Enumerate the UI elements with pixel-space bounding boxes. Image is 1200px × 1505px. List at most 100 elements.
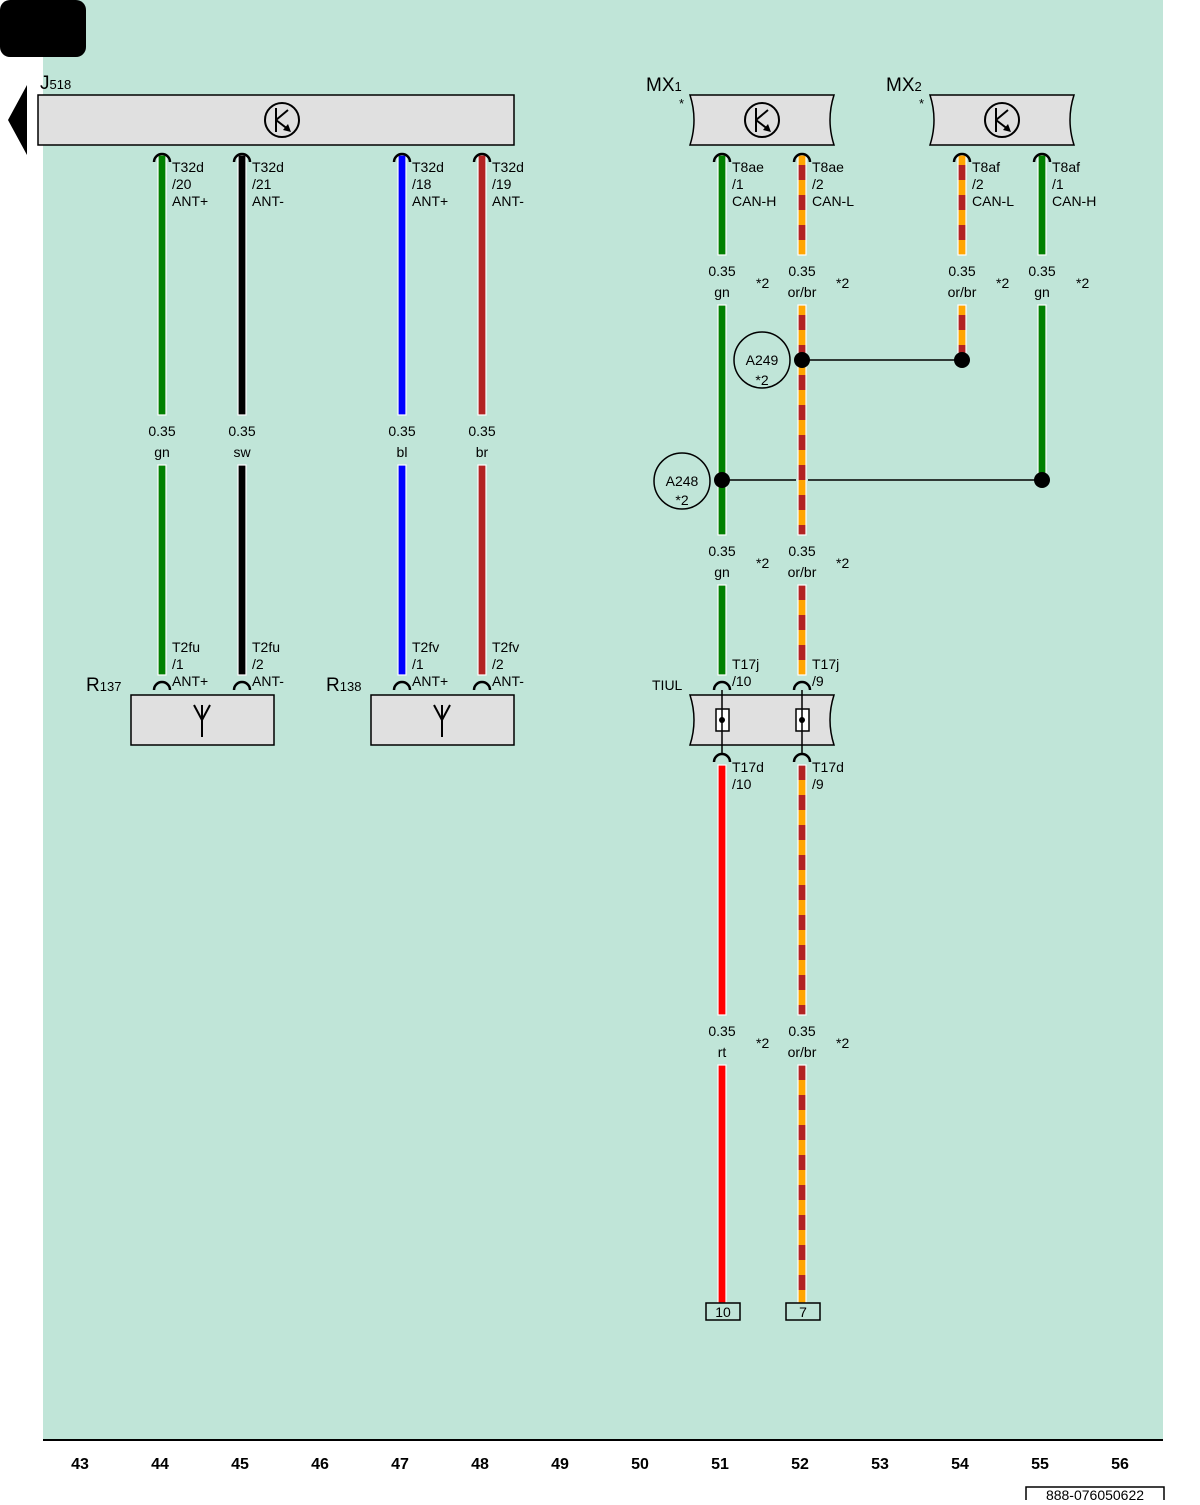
svg-text:*2: *2 xyxy=(675,492,688,508)
svg-text:*2: *2 xyxy=(755,372,768,388)
svg-text:*2: *2 xyxy=(836,555,849,571)
mx1-asterisk: * xyxy=(679,96,684,111)
svg-text:A248: A248 xyxy=(666,473,699,489)
transistor-icon xyxy=(984,102,1020,138)
mx1-label: MX1 xyxy=(646,75,682,96)
svg-text:0.35: 0.35 xyxy=(1028,263,1055,279)
svg-text:T17j/9: T17j/9 xyxy=(812,656,839,689)
splice-a248: A248 *2 xyxy=(653,452,711,510)
svg-text:0.35: 0.35 xyxy=(788,263,815,279)
r137-antenna xyxy=(130,694,275,746)
wire-gn xyxy=(717,154,727,256)
svg-text:*2: *2 xyxy=(756,275,769,291)
document-code: 888-076050622 xyxy=(1025,1486,1165,1505)
wire-rt xyxy=(717,764,727,1016)
wire-br xyxy=(477,464,487,676)
svg-text:10: 10 xyxy=(715,1304,731,1320)
wire-or-br xyxy=(797,154,807,256)
transistor-icon xyxy=(264,102,300,138)
svg-text:48: 48 xyxy=(471,1456,489,1473)
svg-text:gn: gn xyxy=(714,564,730,580)
wire-sw xyxy=(237,464,247,676)
transistor-icon xyxy=(744,102,780,138)
svg-text:or/br: or/br xyxy=(788,1044,817,1060)
svg-text:sw: sw xyxy=(233,444,251,460)
wire-gn xyxy=(1037,304,1047,481)
svg-text:bl: bl xyxy=(397,444,408,460)
r138-label: R138 xyxy=(326,675,361,696)
r137-label: R137 xyxy=(86,675,121,696)
wire-bl xyxy=(397,464,407,676)
back-arrow-icon[interactable] xyxy=(8,85,27,155)
mx1-module xyxy=(688,94,836,146)
tiul-connector xyxy=(688,694,836,746)
svg-text:0.35: 0.35 xyxy=(708,1023,735,1039)
svg-text:54: 54 xyxy=(951,1456,969,1473)
column-numbers: 43 44 45 46 47 48 49 50 51 52 53 54 55 5… xyxy=(71,1456,1129,1473)
mx2-module xyxy=(928,94,1076,146)
pin-connectors xyxy=(152,152,1052,763)
wire-gn xyxy=(717,304,727,536)
wire-label: 0.35 gn 0.35 sw 0.35 bl 0.35 br 0.35 gn 0.35 o… xyxy=(148,263,1055,1060)
wire-gn xyxy=(157,464,167,676)
svg-text:52: 52 xyxy=(791,1456,809,1473)
splice-a249: A249 *2 xyxy=(733,331,791,389)
svg-text:46: 46 xyxy=(311,1456,329,1473)
svg-text:*2: *2 xyxy=(1076,275,1089,291)
j518-module xyxy=(37,94,515,146)
wire-or-br xyxy=(797,764,807,1016)
wire-gn xyxy=(157,154,167,416)
terminal-box[interactable]: 7 xyxy=(785,1302,821,1321)
wire-sw xyxy=(237,154,247,416)
svg-text:A249: A249 xyxy=(746,352,779,368)
svg-text:*2: *2 xyxy=(756,555,769,571)
wire-or-br xyxy=(797,1064,807,1304)
wire-bl xyxy=(397,154,407,416)
wire-or-br xyxy=(797,584,807,676)
svg-text:0.35: 0.35 xyxy=(788,1023,815,1039)
svg-text:or/br: or/br xyxy=(948,284,977,300)
svg-text:0.35: 0.35 xyxy=(708,543,735,559)
svg-text:0.35: 0.35 xyxy=(708,263,735,279)
svg-text:0.35: 0.35 xyxy=(948,263,975,279)
svg-text:or/br: or/br xyxy=(788,564,817,580)
wire-note: *2 *2 *2 *2 *2 *2 *2 *2 xyxy=(756,275,1089,1051)
j518-label: J518 xyxy=(40,73,71,94)
svg-text:0.35: 0.35 xyxy=(148,423,175,439)
antenna-icon xyxy=(433,704,451,737)
tiul-bridge-contact xyxy=(795,690,810,755)
wire-br xyxy=(477,154,487,416)
svg-text:or/br: or/br xyxy=(788,284,817,300)
svg-text:gn: gn xyxy=(714,284,730,300)
wire-or-br xyxy=(957,304,967,361)
svg-text:50: 50 xyxy=(631,1456,649,1473)
svg-text:0.35: 0.35 xyxy=(388,423,415,439)
svg-text:43: 43 xyxy=(71,1456,89,1473)
mx2-label: MX2 xyxy=(886,75,922,96)
svg-text:rt: rt xyxy=(718,1044,727,1060)
wire-rt xyxy=(717,1064,727,1304)
terminal-box[interactable]: 10 xyxy=(705,1302,741,1321)
wire-or-br xyxy=(957,154,967,256)
svg-text:*2: *2 xyxy=(996,275,1009,291)
svg-text:47: 47 xyxy=(391,1456,409,1473)
mx2-asterisk: * xyxy=(919,96,924,111)
corner-tab[interactable] xyxy=(0,0,86,57)
svg-text:*2: *2 xyxy=(756,1035,769,1051)
svg-text:br: br xyxy=(476,444,489,460)
svg-text:55: 55 xyxy=(1031,1456,1049,1473)
r138-antenna xyxy=(370,694,515,746)
svg-text:*2: *2 xyxy=(836,275,849,291)
